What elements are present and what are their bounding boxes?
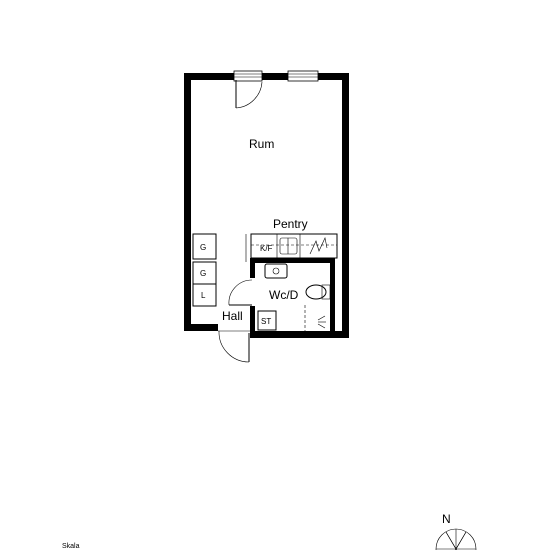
compass-north-label: N (442, 512, 451, 526)
compass-rose-icon (435, 528, 477, 550)
fixture-label-kf: K/F (260, 244, 273, 253)
storage-cabinet (257, 310, 277, 331)
window-right (287, 70, 319, 82)
entrance-door (218, 330, 250, 363)
pentry-counter (245, 233, 338, 262)
wc-fixtures (264, 263, 331, 331)
room-label-rum: Rum (249, 137, 274, 151)
fixture-label-st: ST (261, 317, 271, 326)
fixture-label-l: L (201, 291, 206, 300)
scale-label: Skala (62, 543, 80, 550)
window-left (233, 70, 263, 82)
interior-walls (250, 258, 335, 338)
door-top (235, 80, 263, 109)
fixture-label-g1: G (200, 243, 206, 252)
room-label-wcd: Wc/D (269, 288, 299, 302)
room-label-pentry: Pentry (273, 217, 308, 231)
outer-walls (184, 73, 349, 338)
room-label-hall: Hall (222, 309, 243, 323)
wardrobe-column (192, 233, 217, 307)
fixture-label-g2: G (200, 269, 206, 278)
wc-door (228, 279, 253, 306)
